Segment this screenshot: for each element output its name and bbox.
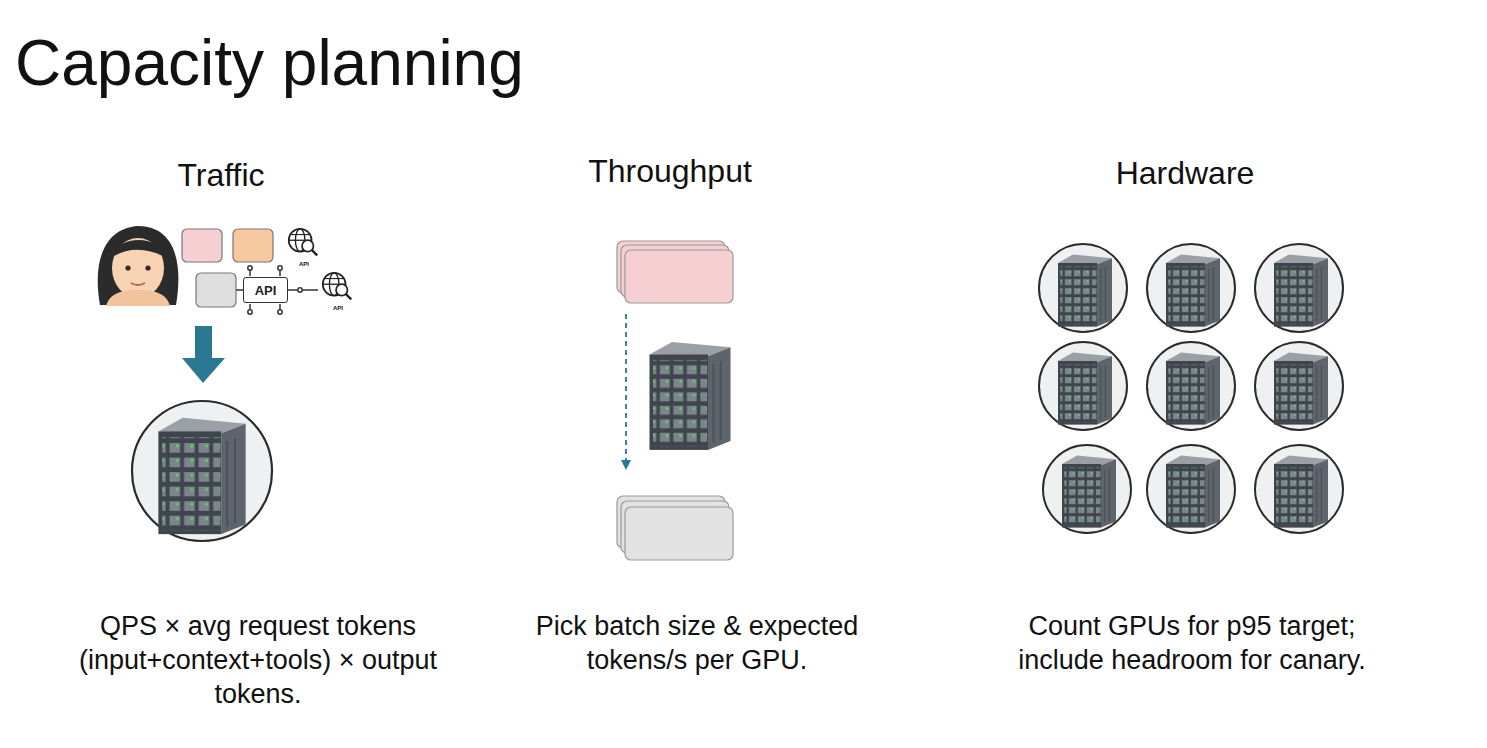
request-card — [233, 229, 273, 262]
flow-arrow — [182, 326, 225, 383]
api-box: API — [243, 277, 288, 303]
gpu-grid — [1039, 244, 1343, 533]
server-icon — [650, 342, 731, 450]
caption: Pick batch size & expected tokens/s per … — [532, 610, 862, 678]
column-heading: Hardware — [1116, 153, 1255, 193]
caption: QPS × avg request tokens (input+context+… — [58, 610, 458, 711]
server-icon — [158, 418, 245, 534]
caption: Count GPUs for p95 target; include headr… — [1012, 610, 1372, 678]
input-stack — [617, 241, 733, 303]
output-stack — [617, 496, 733, 560]
request-card — [182, 229, 222, 262]
request-card — [196, 273, 236, 307]
server-circle — [132, 401, 272, 541]
node-text: API — [255, 283, 277, 298]
api-connector — [236, 266, 318, 314]
user-avatar — [98, 226, 179, 306]
icon-label: API — [333, 305, 343, 313]
column-heading: Traffic — [177, 155, 264, 195]
globe-icon — [323, 273, 352, 300]
title: Capacity planning — [15, 28, 524, 98]
dashed-arrow — [621, 314, 631, 470]
globe-icon — [289, 229, 318, 256]
icon-label: API — [299, 261, 309, 269]
column-heading: Throughput — [588, 151, 752, 191]
